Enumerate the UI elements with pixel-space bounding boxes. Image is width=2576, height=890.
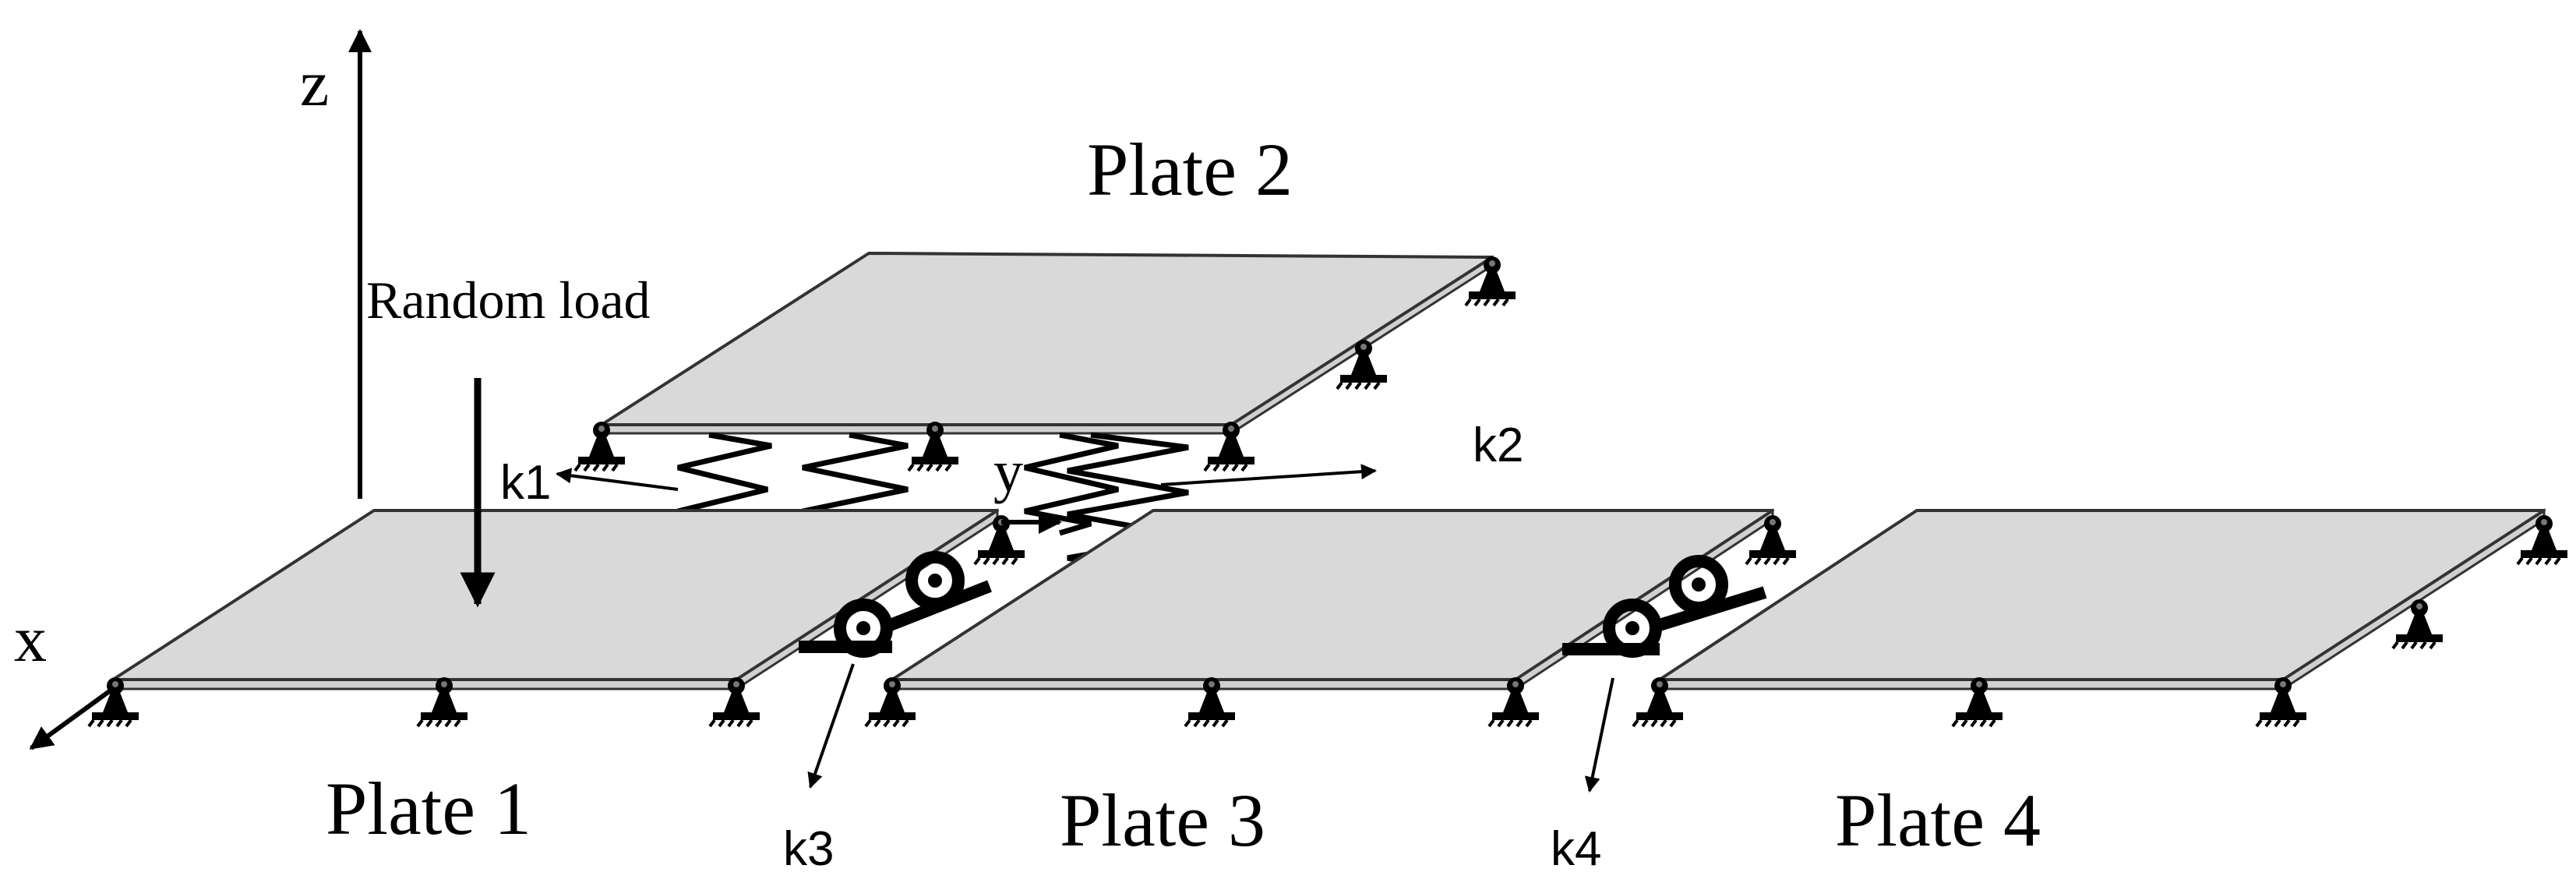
plate-4-label: Plate 4: [1835, 779, 2041, 862]
k2-leader-arrow: [1160, 464, 1377, 486]
k4-leader-arrow: [1584, 677, 1614, 793]
y-axis-label: y: [993, 439, 1023, 504]
random-load-label: Random load: [366, 270, 651, 330]
k1-leader-arrow: [556, 468, 679, 491]
x-axis: [29, 683, 118, 750]
plate-4: [1658, 508, 2546, 691]
k3-leader-arrow: [807, 663, 855, 789]
plate-2-label: Plate 2: [1087, 128, 1293, 211]
spring-front-right: [1024, 432, 1119, 536]
k4-label: k4: [1551, 822, 1601, 876]
k1-label: k1: [500, 456, 551, 510]
rotational-spring-k3: [799, 551, 992, 658]
plate-3-label: Plate 3: [1060, 779, 1265, 862]
k2-label: k2: [1473, 419, 1523, 472]
z-axis-label: z: [300, 48, 329, 120]
k3-label: k3: [783, 822, 834, 876]
rotational-spring-k4: [1562, 555, 1767, 658]
plate-1-label: Plate 1: [326, 767, 531, 850]
x-axis-label: x: [14, 603, 47, 676]
